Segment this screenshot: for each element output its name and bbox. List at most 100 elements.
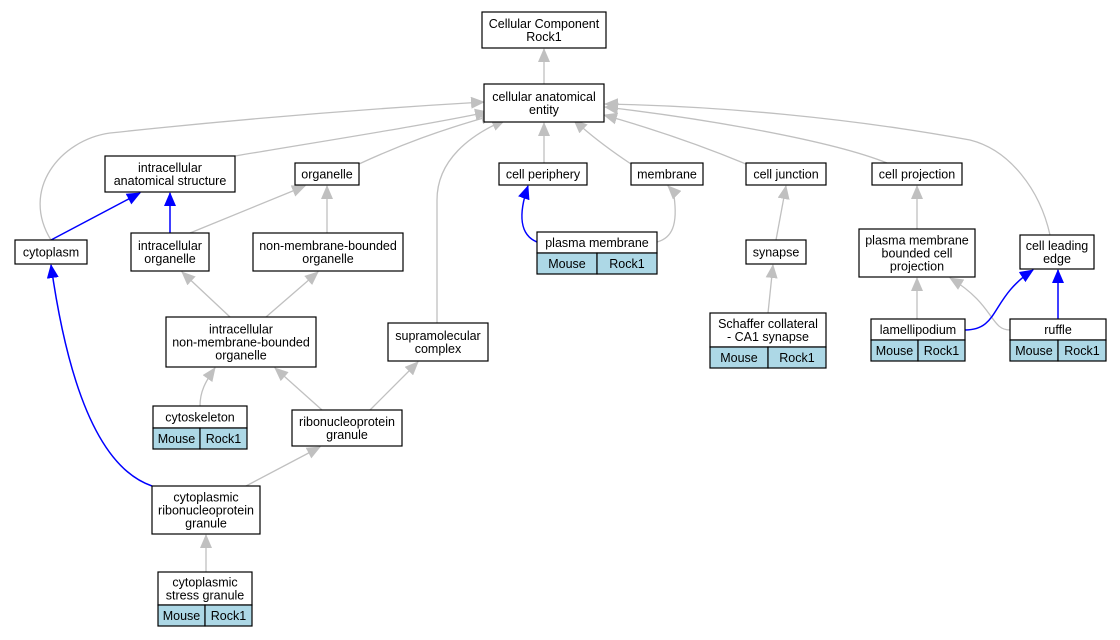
edge-inmbo-to-nmbo xyxy=(265,271,319,318)
term-label-line: ruffle xyxy=(1044,323,1072,337)
term-label-line: Rock1 xyxy=(526,30,561,44)
term-label-line: non-membrane-bounded xyxy=(259,239,397,253)
term-label-line: granule xyxy=(326,428,368,442)
term-label-line: stress granule xyxy=(166,589,245,603)
term-box xyxy=(858,228,976,278)
term-label-line: lamellipodium xyxy=(880,323,956,337)
term-label-line: cytoplasmic xyxy=(173,491,238,505)
annotation-species-label: Mouse xyxy=(163,609,201,623)
term-node-membrane[interactable]: membrane xyxy=(630,162,704,186)
annotation-species-label: Mouse xyxy=(876,344,914,358)
term-label-line: plasma membrane xyxy=(545,236,649,250)
term-label-line: non-membrane-bounded xyxy=(172,336,310,350)
edge-cytoplasm-to-cae xyxy=(39,96,485,241)
edge-plasmamem-to-cellperiph xyxy=(518,185,538,243)
edge-cytoplasm-to-ias xyxy=(50,192,141,241)
term-node-cellperiph[interactable]: cell periphery xyxy=(498,162,588,186)
term-box xyxy=(745,162,827,186)
edge-rnpg-to-supramol xyxy=(369,361,419,411)
term-label-line: supramolecular xyxy=(395,329,480,343)
term-box xyxy=(483,83,605,123)
term-box xyxy=(745,239,807,265)
edge-inmbo-to-intraorg xyxy=(181,271,231,318)
annotation-gene-cell xyxy=(767,346,827,369)
term-box xyxy=(294,162,360,186)
term-label-line: cell projection xyxy=(879,168,955,182)
term-box xyxy=(709,312,827,348)
edge-ias-to-cae xyxy=(234,108,489,157)
term-label-line: organelle xyxy=(144,252,195,266)
term-node-cellproj[interactable]: cell projection xyxy=(871,162,963,186)
term-node-synapse[interactable]: synapse xyxy=(745,239,807,265)
term-label-line: cell junction xyxy=(753,168,818,182)
term-label-line: plasma membrane xyxy=(865,234,969,248)
term-label-line: intracellular xyxy=(138,161,202,175)
term-label-line: cytoplasmic xyxy=(172,576,237,590)
annotation-species-label: Mouse xyxy=(1015,344,1053,358)
term-label-line: membrane xyxy=(637,168,697,182)
term-label-line: - CA1 synapse xyxy=(727,330,809,344)
term-box xyxy=(151,485,261,535)
annotation-gene-cell xyxy=(1057,339,1107,362)
term-box xyxy=(291,409,403,447)
term-node-cytoplasm[interactable]: cytoplasm xyxy=(14,239,88,265)
edge-cellproj-to-cae xyxy=(604,102,888,164)
edges-layer xyxy=(39,48,1064,572)
term-label-line: intracellular xyxy=(138,239,202,253)
term-label-line: cell periphery xyxy=(506,168,581,182)
term-label-line: ribonucleoprotein xyxy=(299,415,395,429)
term-box xyxy=(498,162,588,186)
term-label-line: organelle xyxy=(215,349,266,363)
term-box xyxy=(252,232,404,272)
edge-organelle-to-cae xyxy=(358,112,495,165)
term-label-line: intracellular xyxy=(209,323,273,337)
annotation-gene-cell xyxy=(596,252,658,275)
term-box xyxy=(1019,234,1095,270)
term-node-celljunction[interactable]: cell junction xyxy=(745,162,827,186)
term-label-line: cell leading xyxy=(1026,239,1089,253)
edge-plasmamem-to-membrane xyxy=(656,185,682,243)
annotation-gene-label: Rock1 xyxy=(779,351,814,365)
annotation-gene-cell xyxy=(199,427,248,450)
edge-crnpg-to-cytoplasm xyxy=(46,264,153,487)
edge-cle-to-cae xyxy=(604,98,1051,236)
term-label-line: ribonucleoprotein xyxy=(158,504,254,518)
term-label-line: cellular anatomical xyxy=(492,90,596,104)
edge-membrane-to-cae xyxy=(573,119,632,165)
term-box xyxy=(165,316,317,368)
edge-intraorg-to-organelle xyxy=(189,185,306,234)
term-box xyxy=(387,322,489,362)
term-box xyxy=(157,571,253,606)
edge-crnpg-to-rnpg xyxy=(245,446,321,487)
edge-synapse-to-celljunction xyxy=(775,185,790,241)
edge-celljunction-to-cae xyxy=(603,112,747,165)
annotation-gene-label: Rock1 xyxy=(924,344,959,358)
term-box xyxy=(630,162,704,186)
term-label-line: bounded cell xyxy=(882,247,953,261)
term-node-organelle[interactable]: organelle xyxy=(294,162,360,186)
term-label-line: anatomical structure xyxy=(114,174,227,188)
term-label-line: granule xyxy=(185,517,227,531)
term-node-inmbo[interactable]: intracellularnon-membrane-boundedorganel… xyxy=(165,316,317,368)
term-label-line: cytoplasm xyxy=(23,246,79,260)
edge-ruffle-to-pmbcp xyxy=(949,277,1011,331)
annotation-species-label: Mouse xyxy=(158,432,196,446)
term-label-line: organelle xyxy=(301,168,352,182)
